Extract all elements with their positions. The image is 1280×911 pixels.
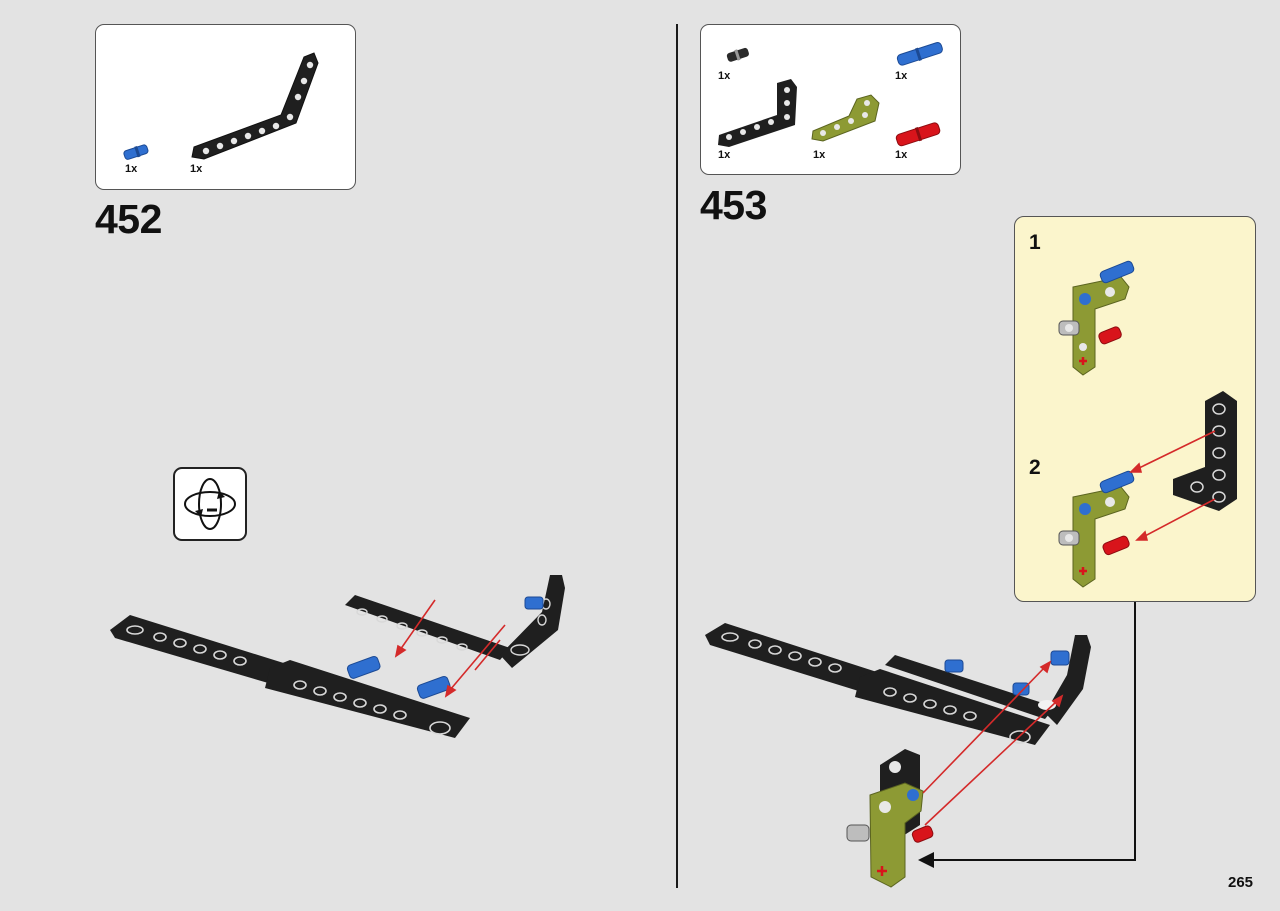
- substep-number: 2: [1029, 456, 1041, 479]
- assembly-453: [705, 623, 1091, 888]
- part-qty: 1x: [190, 163, 203, 175]
- step-number: 453: [700, 182, 767, 228]
- rotate-model-icon: [173, 467, 247, 541]
- lime-angled-beam-icon: [811, 94, 880, 142]
- blue-axle-pin-icon: [896, 42, 943, 66]
- assembly-452: [110, 575, 565, 738]
- callout-pointer: [918, 602, 1136, 868]
- parts-list-452: 1x 1x: [95, 24, 356, 190]
- part-qty: 1x: [718, 149, 731, 161]
- black-l-beam-icon: [718, 79, 797, 147]
- part-qty: 1x: [895, 149, 908, 161]
- page-divider: [676, 24, 678, 888]
- red-axle-pin-icon: [895, 122, 941, 147]
- rotate-arrows-icon: [184, 478, 236, 530]
- black-bent-beam-icon: [191, 52, 319, 160]
- part-qty: 1x: [125, 163, 138, 175]
- step-number: 452: [95, 196, 162, 242]
- page-number: 265: [1228, 874, 1254, 891]
- parts-list-453: 1x 1x 1x 1x 1x: [700, 24, 961, 175]
- substep-number: 1: [1029, 231, 1041, 254]
- part-qty: 1x: [895, 70, 908, 82]
- black-axle-pin-icon: [726, 47, 749, 62]
- substep-callout: 1 2: [1014, 216, 1256, 602]
- blue-pin-icon: [123, 144, 149, 160]
- substep-1-illustration: [1058, 260, 1135, 376]
- part-qty: 1x: [718, 70, 731, 82]
- substep-2-illustration: [1058, 391, 1237, 588]
- part-qty: 1x: [813, 149, 826, 161]
